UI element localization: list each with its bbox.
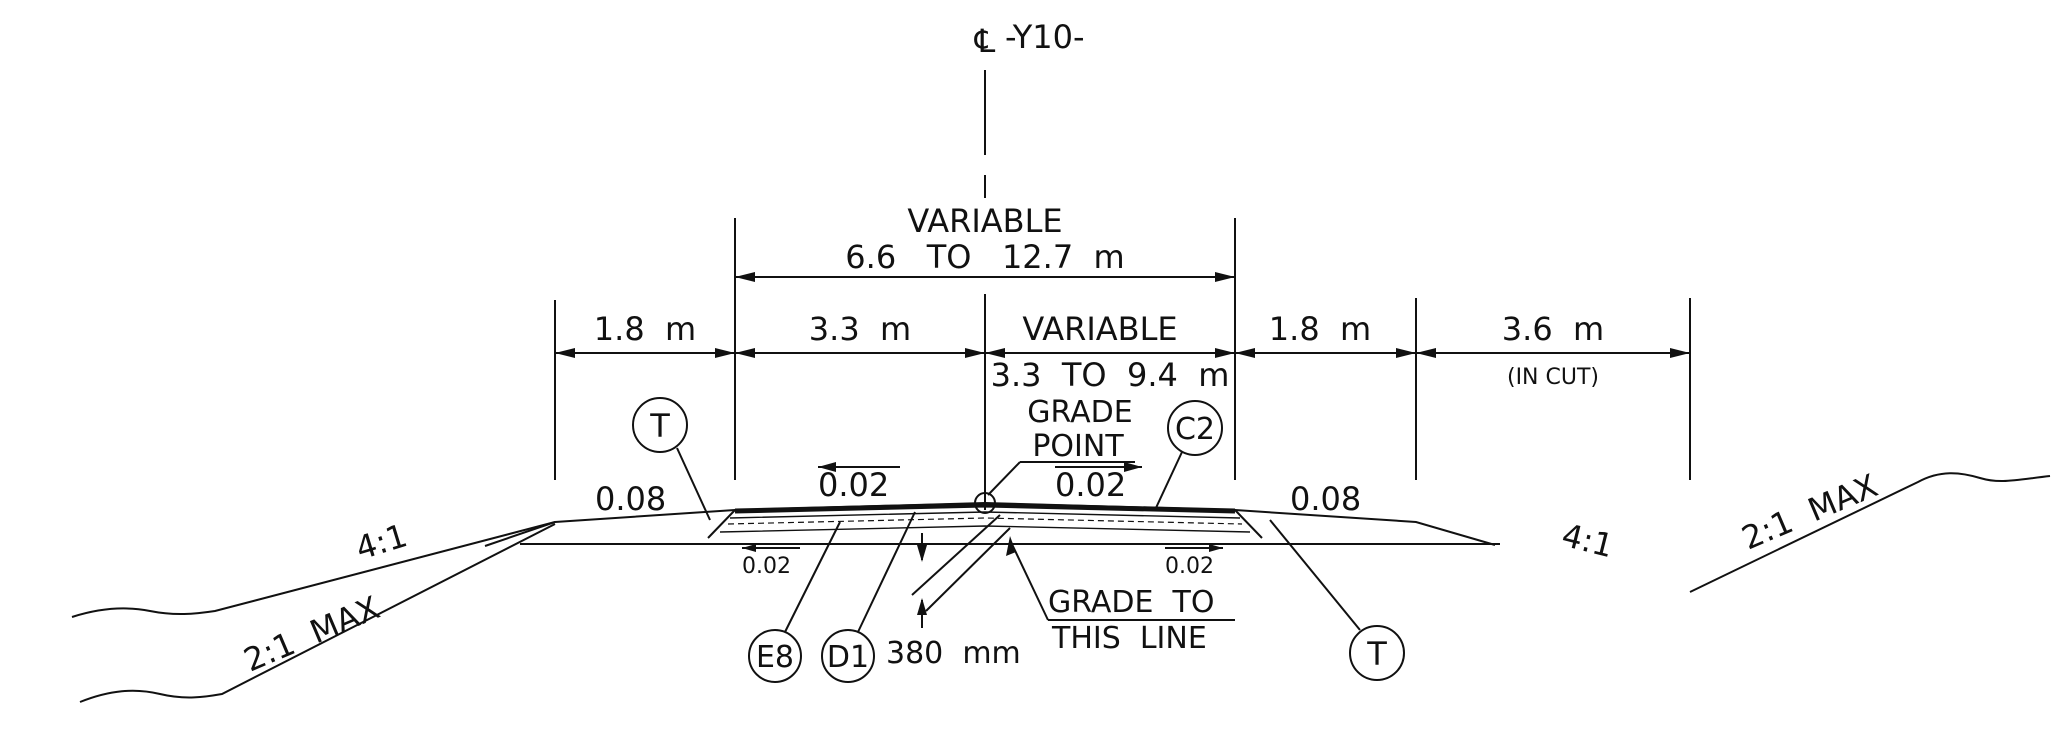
left-subgrade-slope-arrowhead — [742, 544, 756, 552]
dim-arrow-1-left — [555, 348, 575, 358]
grade-line-label-1: GRADE TO — [1048, 585, 1214, 620]
right-fill-slope: 4:1 — [1558, 516, 1617, 565]
ground-right — [1689, 472, 2051, 593]
callout-d1-bubble — [821, 629, 875, 683]
left-shoulder-width: 1.8 m — [594, 310, 696, 348]
overall-dim-arrow-right — [1215, 272, 1235, 282]
callout-t-right-bubble — [1349, 625, 1405, 681]
callout-e8-label: E8 — [756, 640, 794, 675]
right-shoulder-width: 1.8 m — [1269, 310, 1371, 348]
right-lane-width-top: VARIABLE — [1022, 310, 1177, 348]
callouts: T C2 E8 D1 T — [632, 397, 1405, 683]
grade-point-label-1: GRADE — [1027, 395, 1132, 430]
grade-point-marker — [974, 492, 996, 514]
callout-d1-label: D1 — [827, 640, 869, 675]
right-lane-slope: 0.02 — [1055, 466, 1126, 504]
callout-c2-leader — [1154, 451, 1183, 511]
left-lane-slope-arrowhead — [818, 462, 836, 472]
centerline-symbol: ℄ — [974, 22, 996, 60]
right-backslope: 2:1 MAX — [1736, 466, 1883, 557]
dim-arrow-2-right — [965, 348, 985, 358]
centerline: ℄ -Y10- — [974, 18, 1085, 510]
left-backslope: 2:1 MAX — [238, 588, 385, 679]
ground-left-upper — [71, 521, 556, 618]
callout-t-left-label: T — [649, 407, 670, 445]
pavement-top-layer — [734, 502, 1236, 514]
dim-arrow-5-right — [1670, 348, 1690, 358]
dim-arrow-2-left — [735, 348, 755, 358]
dim-arrow-3-right — [1215, 348, 1235, 358]
overall-dim-top-text: VARIABLE — [907, 202, 1062, 240]
left-subgrade-slope: 0.02 — [742, 554, 791, 579]
overall-dimension: VARIABLE 6.6 TO 12.7 m — [735, 202, 1235, 282]
pavement-base-layer-dashed — [727, 517, 1243, 525]
left-shoulder-slope: 0.08 — [595, 480, 666, 518]
callout-d1-leader — [857, 511, 916, 633]
depth-dim-arrow-lower — [917, 598, 927, 615]
right-lane-width-range: 3.3 TO 9.4 m — [991, 356, 1230, 394]
callout-t-right-label: T — [1366, 635, 1387, 673]
lane-dimensions: 1.8 m 3.3 m VARIABLE 3.3 TO 9.4 m 1.8 m … — [555, 310, 1690, 394]
dim-arrow-4-left — [1235, 348, 1255, 358]
callout-t-right-leader — [1269, 519, 1361, 631]
grade-line-diagonal-1 — [911, 514, 1001, 596]
overall-dim-range-text: 6.6 TO 12.7 m — [845, 238, 1124, 276]
grade-line-leader-arrow — [1006, 536, 1016, 556]
left-lane-slope: 0.02 — [818, 466, 889, 504]
dim-arrow-1-right — [715, 348, 735, 358]
grade-line-diagonal-2 — [925, 527, 1011, 612]
right-subgrade-slope: 0.02 — [1165, 554, 1214, 579]
grade-point-leader — [987, 461, 1021, 496]
ditch-width: 3.6 m — [1502, 310, 1604, 348]
ground-left-lower — [79, 523, 556, 703]
centerline-label: -Y10- — [1005, 18, 1085, 56]
dim-arrow-4-right — [1396, 348, 1416, 358]
callout-e8-leader — [784, 521, 841, 633]
callout-c2-label: C2 — [1175, 412, 1215, 447]
overall-dim-arrow-left — [735, 272, 755, 282]
dim-arrow-5-left — [1416, 348, 1436, 358]
depth-label: 380 mm — [886, 636, 1021, 671]
callout-c2-bubble — [1167, 400, 1223, 456]
left-fill-slope: 4:1 — [351, 516, 411, 567]
grade-point-label-2: POINT — [1032, 429, 1124, 464]
right-subgrade-slope-arrowhead — [1209, 544, 1223, 552]
callout-e8-bubble — [748, 629, 802, 683]
grade-line-leader — [1009, 539, 1049, 621]
left-lane-width: 3.3 m — [809, 310, 911, 348]
existing-ground — [71, 472, 2051, 703]
grade-line-label-2: THIS LINE — [1051, 621, 1207, 656]
pavement-edge-left — [707, 509, 736, 539]
pavement-bottom-layer — [719, 525, 1251, 533]
extension-lines — [554, 218, 1691, 480]
ditch-note: (IN CUT) — [1507, 365, 1599, 390]
callout-t-left-leader — [676, 447, 711, 521]
notes: GRADE POINT GRADE TO THIS LINE 380 mm — [886, 395, 1235, 671]
callout-t-left-bubble — [632, 397, 688, 453]
dim-arrow-3-left — [985, 348, 1005, 358]
right-shoulder-slope: 0.08 — [1290, 480, 1361, 518]
right-lane-slope-arrowhead — [1124, 462, 1142, 472]
depth-dim-arrow-upper — [917, 545, 927, 562]
pavement-edge-right — [1234, 509, 1263, 539]
